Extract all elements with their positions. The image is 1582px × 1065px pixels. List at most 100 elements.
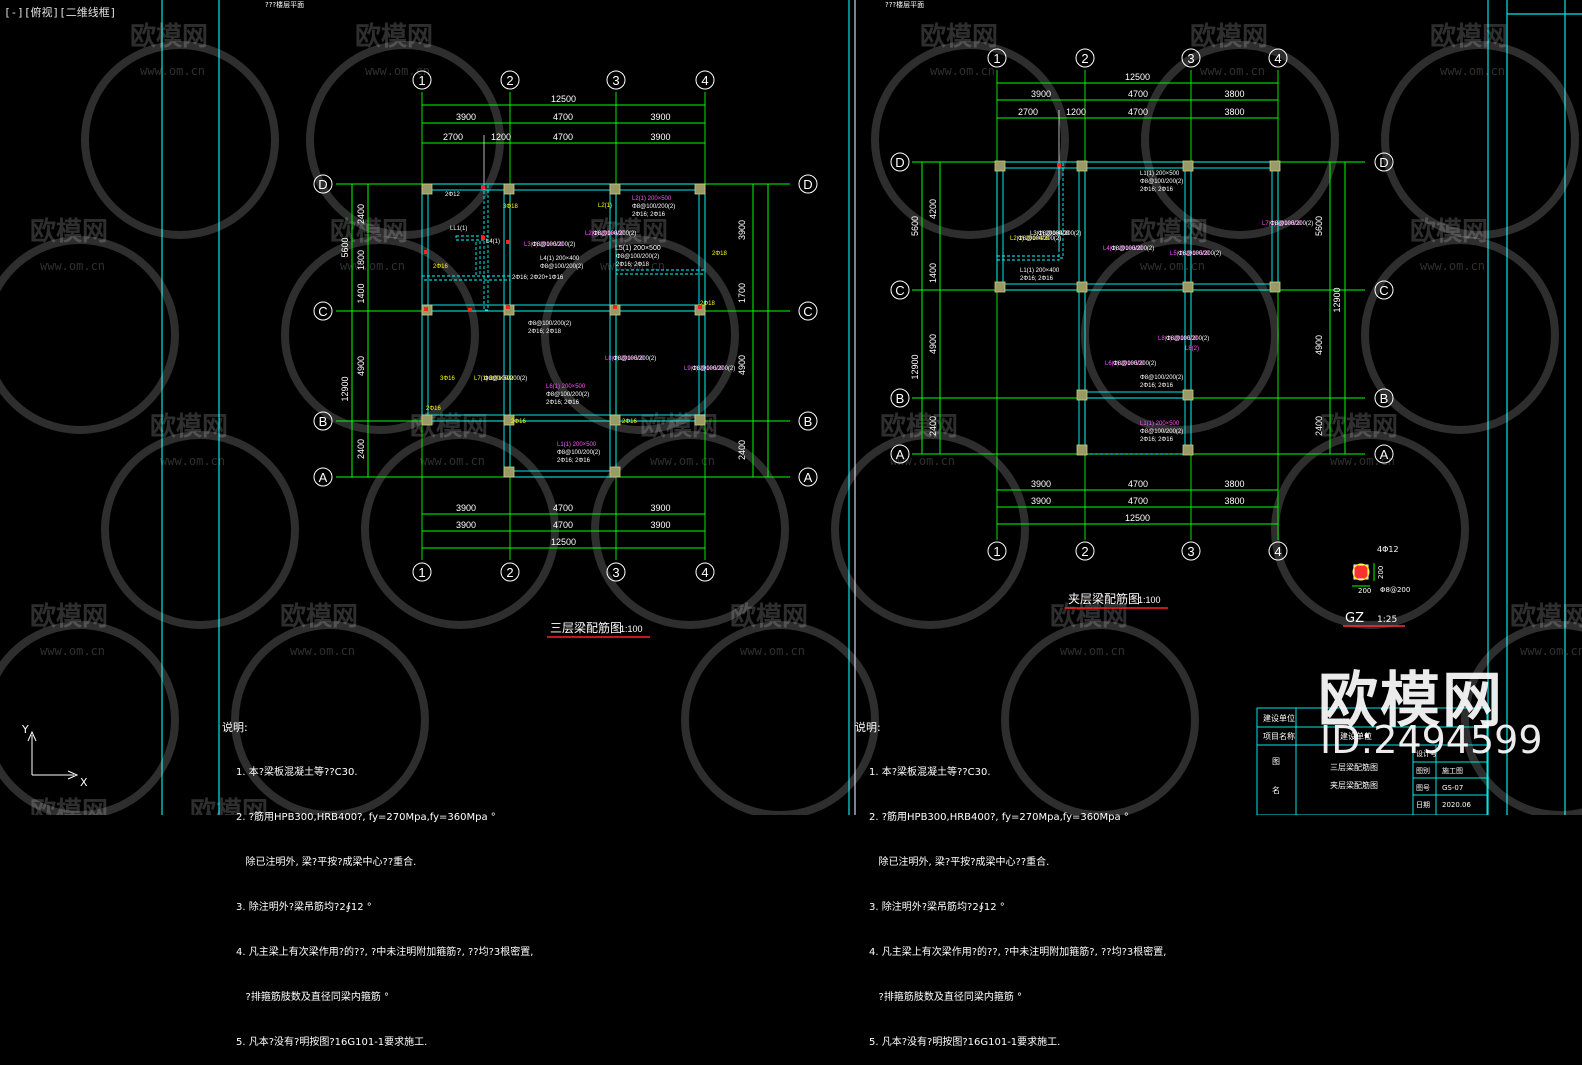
dim-text: 1400: [928, 263, 938, 283]
dim-text: 4700: [553, 112, 573, 122]
beam-annotation: LL1(1): [450, 226, 467, 232]
watermark-text: 欧模网: [150, 411, 228, 442]
dim-text: 12500: [551, 537, 576, 547]
beam-annotation: Φ8@100/200(2): [1111, 246, 1154, 252]
column: [1076, 444, 1088, 456]
column: [503, 414, 515, 426]
watermark-url: www.om.cn: [1520, 644, 1582, 658]
cad-drawing-canvas[interactable]: 欧模网 www.om.cn 欧模网 www.om.cn 欧模网 www.om.cn 欧模网 w…: [0, 0, 1582, 815]
axis-bubble: [412, 562, 432, 582]
beam-annotation: 2Φ16: [433, 264, 448, 270]
axis-bubble: [798, 411, 818, 431]
beam-outline: [1084, 397, 1192, 455]
beam-annotation: 2Φ16; 2Φ16: [546, 400, 580, 406]
plan-title: 三层梁配筋图: [550, 620, 622, 635]
tb-date-value: 2020.06: [1442, 801, 1471, 809]
axis-bubble-label: 2: [1081, 51, 1088, 66]
dim-text: 2700: [443, 132, 463, 142]
dim-text: 2700: [1018, 107, 1038, 117]
tb-drawing-1: 三层梁配筋图: [1330, 762, 1378, 772]
axis-bubble: [313, 174, 333, 194]
sheet-frame: [161, 0, 1582, 815]
beam-annotation: L1(1) 200×500: [1140, 421, 1180, 427]
dim-text: 3900: [1031, 496, 1051, 506]
beam-annotation: L9(1) 200×500: [684, 366, 724, 372]
beam-annotation: L8(1) 200×500: [605, 356, 645, 362]
gz-rebar: 4Φ12: [1377, 545, 1399, 554]
watermark-text: 欧模网: [1430, 21, 1508, 52]
dim-text: 12500: [1125, 513, 1150, 523]
watermark-url: www.om.cn: [1440, 64, 1505, 78]
axis-bubble-label: 3: [1187, 544, 1194, 559]
notes-left-line: 4. 凡主梁上有次梁作用?的??, ?中未注明附加箍筋?, ??均?3根密置,: [236, 947, 534, 958]
dim-text: 1400: [356, 283, 366, 303]
plan-scale: 1:100: [1138, 595, 1161, 605]
notes-left-line: 3. 除注明外?梁吊筋均?2∮12 °: [236, 902, 372, 913]
notes-left-line: 5. 凡本?没有?明按图?16G101-1要求施工.: [236, 1037, 428, 1048]
beam-outline: [483, 183, 489, 311]
notes-right-line: 2. ?筋用HPB300,HRB400?, fy=270Mpa,fy=360Mp…: [869, 812, 1129, 823]
watermark-url: www.om.cn: [40, 644, 105, 658]
beam-annotation: Φ8@100/200(2): [1038, 231, 1081, 237]
axis-bubble: [1374, 388, 1394, 408]
beam-annotation: L3(1) 200×400: [1030, 231, 1070, 237]
watermark-text: 欧模网: [1410, 216, 1488, 247]
axis-bubble: [500, 70, 520, 90]
dim-text: 3900: [737, 220, 747, 240]
dim-text: 3800: [1224, 479, 1244, 489]
axis-bubble: [890, 388, 910, 408]
beam-annotation: Φ8@100/200(2): [1018, 236, 1061, 242]
watermark-url: www.om.cn: [1420, 259, 1485, 273]
watermark-text: 欧模网: [590, 216, 668, 247]
beam-annotation: 2Φ16: [511, 419, 526, 425]
axis-bubble-label: D: [1379, 155, 1388, 170]
beam-annotation: 2Φ16; 2Φ18: [528, 329, 562, 335]
beam-annotation: L2(1) 200×500: [632, 196, 672, 202]
watermark-url: www.om.cn: [365, 64, 430, 78]
small-top-label-right: ???楼层平面: [885, 1, 925, 9]
axis-bubble-label: A: [319, 470, 328, 485]
dim-text: 5600: [340, 237, 350, 257]
dim-text: 3800: [1224, 89, 1244, 99]
dim-text: 4700: [1128, 479, 1148, 489]
beam-annotation: 2Φ16; 2Φ16: [557, 458, 591, 464]
beam-annotation: Φ8@100/200(2): [1270, 221, 1313, 227]
axis-bubble: [1181, 48, 1201, 68]
beam-annotation: 2Φ16; 2Φ16: [1140, 437, 1174, 443]
viewport-controls[interactable]: [-][俯视][二维线框]: [4, 6, 117, 19]
axis-bubble-label: 4: [1274, 51, 1281, 66]
watermark-url: www.om.cn: [740, 644, 805, 658]
beam-outline: [1184, 161, 1192, 455]
dim-text: 4900: [928, 334, 938, 354]
watermark-text: 欧模网: [190, 796, 268, 815]
beam-annotation: 3Φ16: [440, 376, 455, 382]
watermark-id: ID:2494599: [1320, 718, 1543, 762]
beam-annotation: L2(1): [598, 203, 612, 209]
notes-right-line: 5. 凡本?没有?明按图?16G101-1要求施工.: [869, 1037, 1061, 1048]
dim-text: 1800: [356, 250, 366, 270]
axis-bubble-label: 2: [1081, 544, 1088, 559]
beam-annotation: L6(1) 200×500: [1105, 361, 1145, 367]
beam-outline: [1078, 161, 1086, 455]
beam-annotation: 2Φ16; 2Φ16: [1020, 276, 1054, 282]
column: [1182, 389, 1194, 401]
small-top-label: ???楼层平面: [265, 1, 305, 9]
watermark-text: 欧模网: [280, 601, 358, 632]
watermark-url: www.om.cn: [340, 259, 405, 273]
watermark-url: www.om.cn: [1140, 259, 1205, 273]
hanger-mark: [424, 307, 428, 311]
axis-bubble: [1181, 541, 1201, 561]
beam-outline: [421, 183, 706, 191]
dim-text: 5600: [1314, 216, 1324, 236]
tb-no-label: 图号: [1416, 784, 1430, 792]
watermark-url: www.om.cn: [140, 64, 205, 78]
gz-name: GZ: [1345, 611, 1364, 626]
watermark-ring: [871, 41, 1069, 239]
tb-no-value: GS-07: [1442, 784, 1463, 792]
beam-annotation: 2Φ16; 2Φ20+1Φ16: [512, 275, 564, 281]
watermark-url: www.om.cn: [290, 644, 355, 658]
beam-annotation: 2Φ16; 2Φ16: [1140, 187, 1174, 193]
watermark-ring: [681, 621, 879, 815]
column: [694, 414, 706, 426]
